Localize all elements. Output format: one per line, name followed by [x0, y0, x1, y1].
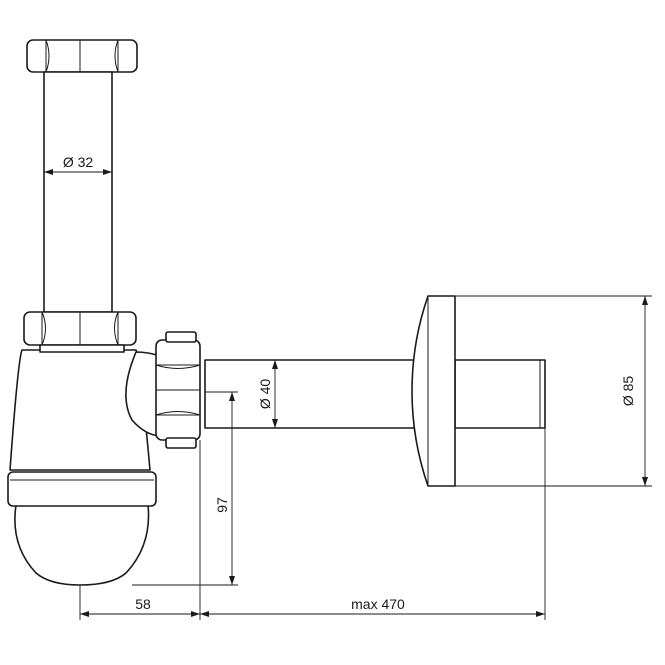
dimension-rosette — [455, 295, 652, 487]
dimension-body-offset — [79, 440, 201, 620]
top-nut — [26, 39, 138, 73]
dim-label-outlet-height: 97 — [214, 497, 230, 513]
dimension-tail-pipe — [44, 169, 112, 175]
dimension-outlet-length — [200, 428, 546, 620]
bottle-top-nut — [23, 311, 137, 353]
wall-rosette — [411, 295, 456, 487]
dim-label-outlet-length: max 470 — [351, 596, 405, 612]
dim-label-tail-pipe: Ø 32 — [63, 154, 94, 170]
dimension-outlet-height — [132, 391, 238, 586]
dimension-outlet-pipe — [272, 360, 278, 428]
tail-pipe — [43, 71, 113, 313]
outlet-union-nut — [155, 331, 201, 449]
outlet-pipe — [204, 359, 416, 429]
bottle-body — [7, 349, 161, 586]
wall-sleeve — [454, 359, 546, 429]
dim-label-outlet-pipe: Ø 40 — [257, 379, 273, 410]
dim-label-rosette: Ø 85 — [620, 376, 636, 407]
dim-label-body-offset: 58 — [135, 596, 151, 612]
